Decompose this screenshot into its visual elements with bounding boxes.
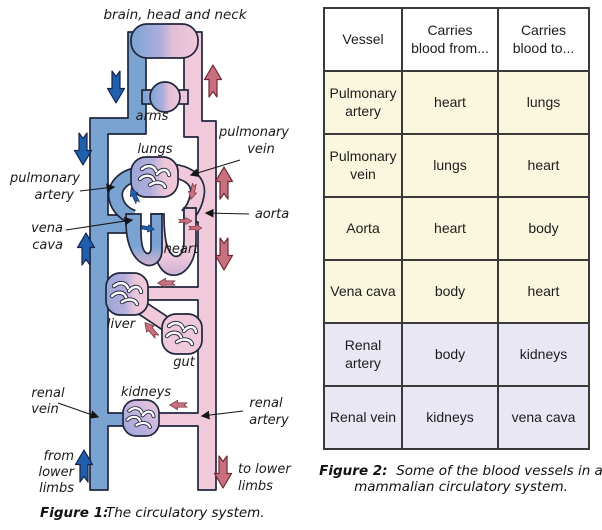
from-cell: body	[401, 322, 499, 387]
to-cell: heart	[497, 259, 590, 324]
figure2-caption-label: Figure 2:	[319, 463, 388, 479]
table-row: Renal vein kidneys vena cava	[323, 385, 590, 450]
figure1-caption: Figure 1: The circulatory system.	[40, 505, 265, 521]
renal-artery-leader	[200, 410, 244, 420]
header-carries-from: Carries blood from...	[401, 7, 499, 72]
svg-text:limbs: limbs	[238, 479, 273, 494]
from-cell: heart	[401, 196, 499, 261]
figure2-caption: Figure 2: Some of the blood vessels in a…	[316, 463, 602, 496]
circulatory-system-diagram: brain, head and neck arms lungs heart li…	[9, 7, 292, 521]
flow-up-arrow-icon	[214, 166, 234, 200]
pulmonary-vein-label: pulmonary vein	[218, 125, 289, 157]
lungs-label: lungs	[137, 142, 172, 157]
from-lower-limbs-label: from lower limbs	[38, 449, 75, 496]
heart-left-side	[125, 213, 163, 267]
svg-text:vein: vein	[247, 142, 275, 157]
gut-capillary-bed	[161, 313, 203, 355]
svg-text:pulmonary: pulmonary	[218, 125, 289, 140]
vessel-cell: Pulmonary artery	[323, 70, 403, 135]
svg-text:lower: lower	[38, 465, 75, 480]
table-header-row: Vessel Carries blood from... Carries blo…	[323, 7, 590, 72]
vena-cava-leader	[65, 216, 134, 231]
to-lower-limbs-label: to lower limbs	[238, 462, 292, 494]
pulmonary-artery-leader	[79, 183, 116, 193]
brain-label: brain, head and neck	[103, 7, 247, 23]
vessel-cell: Renal artery	[323, 322, 403, 387]
from-cell: heart	[401, 70, 499, 135]
renal-artery-flow-icon	[169, 399, 188, 411]
flow-up-arrow-icon	[203, 64, 223, 98]
lungs-capillary-bed	[130, 156, 179, 198]
from-cell: body	[401, 259, 499, 324]
from-cell: kidneys	[401, 385, 499, 450]
pulmonary-artery-label: pulmonary artery	[9, 171, 80, 203]
gut-label: gut	[173, 355, 195, 370]
renal-artery-label: renal artery	[249, 396, 289, 428]
flow-down-arrow-icon	[73, 132, 93, 166]
kidneys-label: kidneys	[121, 385, 171, 400]
svg-text:Figure 1:: Figure 1:	[40, 505, 108, 521]
renal-vein-leader	[57, 402, 100, 419]
vessel-cell: Pulmonary vein	[323, 133, 403, 198]
svg-text:artery: artery	[249, 413, 289, 428]
svg-text:from: from	[43, 449, 74, 464]
table-row: Pulmonary vein lungs heart	[323, 133, 590, 198]
svg-text:pulmonary: pulmonary	[9, 171, 80, 186]
to-lower-limbs-arrow-icon	[213, 455, 233, 489]
heart-label: heart	[164, 242, 200, 257]
svg-text:vena: vena	[31, 221, 63, 236]
figure2-caption-text: Some of the blood vessels in a mammalian…	[354, 463, 602, 495]
brain-capillary-bed	[130, 23, 199, 59]
to-cell: body	[497, 196, 590, 261]
heart-right-side	[151, 207, 197, 276]
table-row: Aorta heart body	[323, 196, 590, 261]
from-cell: lungs	[401, 133, 499, 198]
flow-down-arrow-icon	[214, 237, 234, 271]
svg-text:limbs: limbs	[39, 481, 74, 496]
flow-down-arrow-icon	[106, 70, 126, 104]
kidneys-capillary-bed	[122, 399, 160, 437]
header-carries-to: Carries blood to...	[497, 7, 590, 72]
arms-label: arms	[136, 109, 169, 124]
blood-vessels-table: Vessel Carries blood from... Carries blo…	[323, 7, 590, 450]
table-row: Renal artery body kidneys	[323, 322, 590, 387]
svg-text:cava: cava	[32, 238, 63, 253]
renal-vein-label: renal vein	[31, 386, 65, 417]
table-row: Pulmonary artery heart lungs	[323, 70, 590, 135]
vena-cava-label: vena cava	[31, 221, 63, 253]
to-cell: vena cava	[497, 385, 590, 450]
svg-text:vein: vein	[31, 402, 59, 417]
liver-capillary-bed	[105, 272, 149, 316]
header-vessel: Vessel	[323, 7, 403, 72]
to-cell: lungs	[497, 70, 590, 135]
svg-text:The circulatory system.: The circulatory system.	[106, 505, 265, 521]
vessel-cell: Renal vein	[323, 385, 403, 450]
to-cell: kidneys	[497, 322, 590, 387]
svg-text:renal: renal	[31, 386, 65, 401]
to-cell: heart	[497, 133, 590, 198]
vessel-cell: Vena cava	[323, 259, 403, 324]
vessel-cell: Aorta	[323, 196, 403, 261]
pulmonary-vein-leader	[189, 159, 241, 178]
arms-capillary-bed	[149, 81, 181, 113]
svg-text:artery: artery	[35, 188, 75, 203]
table-row: Vena cava body heart	[323, 259, 590, 324]
svg-text:to lower: to lower	[238, 462, 292, 477]
svg-text:renal: renal	[249, 396, 283, 411]
aorta-label: aorta	[255, 207, 289, 222]
liver-label: liver	[107, 317, 137, 332]
aorta-leader	[204, 208, 250, 218]
